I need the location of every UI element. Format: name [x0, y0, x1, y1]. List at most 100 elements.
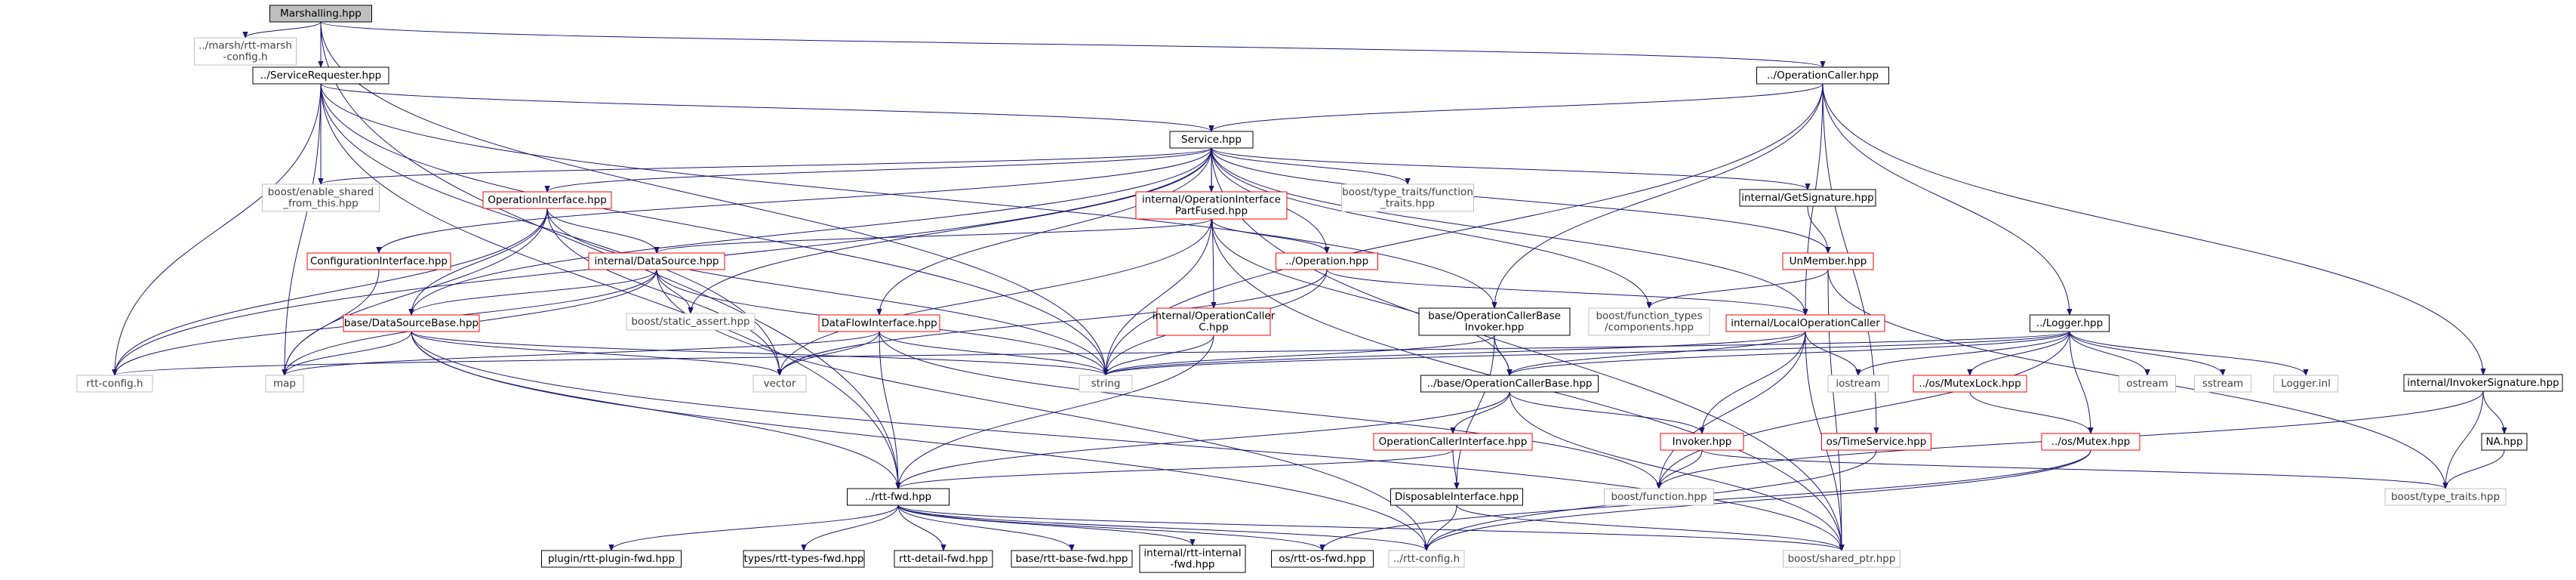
edge-marshalling-to-string: [320, 21, 1106, 375]
node-marshalling[interactable]: Marshalling.hpp: [269, 5, 372, 23]
node-boostfunction[interactable]: boost/function.hpp: [1604, 488, 1714, 506]
edge-ocbase-to-invoker: [1509, 391, 1702, 434]
node-label: -fwd.hpp: [1171, 559, 1215, 571]
node-logger[interactable]: ../Logger.hpp: [2030, 314, 2110, 332]
edge-localoc-to-string: [1106, 331, 1806, 376]
node-invsig[interactable]: internal/InvokerSignature.hpp: [2403, 374, 2563, 392]
node-typetraits[interactable]: boost/type_traits.hpp: [2384, 488, 2507, 506]
node-box: [818, 314, 940, 332]
node-typesfwd[interactable]: types/rtt-types-fwd.hpp: [743, 550, 865, 568]
node-box: [1588, 307, 1710, 336]
node-label: vector: [764, 378, 796, 390]
node-rttconfigh[interactable]: rtt-config.h: [76, 375, 153, 393]
node-service[interactable]: Service.hpp: [1169, 131, 1254, 149]
node-fntypes[interactable]: boost/function_types/components.hpp: [1588, 307, 1710, 336]
node-label: Invoker.hpp: [1673, 436, 1732, 448]
node-ocbase[interactable]: ../base/OperationCallerBase.hpp: [1420, 375, 1599, 393]
node-loggerinl[interactable]: Logger.inl: [2273, 375, 2338, 393]
edge-svcreq-to-ocbinvoker: [320, 83, 1494, 308]
node-na[interactable]: NA.hpp: [2481, 433, 2528, 451]
edge-rttfwd-to-detailfwd: [897, 504, 943, 551]
edge-ocbase-to-rttfwd: [898, 391, 1510, 489]
edge-logger-to-mutex: [2069, 331, 2091, 433]
node-localoc[interactable]: internal/LocalOperationCaller: [1725, 314, 1885, 332]
edge-opiface-to-datasource: [546, 208, 657, 254]
node-timeservice[interactable]: os/TimeService.hpp: [1821, 433, 1931, 451]
edge-getsig-to-unmember: [1807, 205, 1828, 253]
node-getsig[interactable]: internal/GetSignature.hpp: [1739, 189, 1876, 207]
node-rttfwd[interactable]: ../rtt-fwd.hpp: [847, 488, 949, 506]
edge-logger-to-iostream: [1858, 331, 2070, 376]
node-datasource[interactable]: internal/DataSource.hpp: [588, 252, 725, 270]
edge-ocbinvoker-to-disposable: [1457, 335, 1495, 489]
node-rttmarsh[interactable]: ../marsh/rtt-marsh-config.h: [194, 37, 297, 66]
node-string[interactable]: string: [1079, 375, 1133, 393]
node-confiface[interactable]: ConfigurationInterface.hpp: [306, 252, 451, 270]
node-box: [265, 375, 304, 393]
edge-opcallerc-to-string: [1106, 335, 1214, 376]
node-label: rtt-config.h: [86, 378, 143, 390]
node-staticassert[interactable]: boost/static_assert.hpp: [626, 313, 756, 331]
edge-service-to-getsig: [1211, 147, 1808, 190]
node-dfiface[interactable]: DataFlowInterface.hpp: [818, 314, 940, 332]
edge-opcallerc-to-rttfwd: [898, 335, 1214, 489]
node-label: PartFused.hpp: [1175, 205, 1248, 218]
node-vector[interactable]: vector: [752, 375, 807, 393]
node-label: DisposableInterface.hpp: [1395, 491, 1519, 503]
node-dsbase[interactable]: base/DataSourceBase.hpp: [343, 314, 480, 332]
node-operation[interactable]: ../Operation.hpp: [1276, 252, 1378, 270]
node-box: [2273, 375, 2338, 393]
node-box: [894, 550, 993, 568]
edge-confiface-to-map: [285, 269, 380, 375]
node-label: boost/enable_shared: [268, 187, 374, 199]
node-unmember[interactable]: UnMember.hpp: [1782, 252, 1874, 270]
edge-logger-to-mutexlock: [1970, 331, 2070, 376]
node-box: [262, 184, 380, 212]
node-label: -config.h: [223, 51, 267, 63]
node-sharedptr[interactable]: boost/shared_ptr.hpp: [1783, 550, 1900, 568]
node-enableshared[interactable]: boost/enable_shared_from_this.hpp: [262, 184, 380, 212]
edge-dsbase-to-string: [411, 331, 1106, 376]
edge-datasource-to-staticassert: [656, 269, 691, 313]
node-box: [1604, 488, 1714, 506]
edge-dfiface-to-rttfwd: [879, 331, 898, 489]
node-osfwd[interactable]: os/rtt-os-fwd.hpp: [1271, 550, 1374, 568]
node-opcaller[interactable]: ../OperationCaller.hpp: [1756, 66, 1889, 85]
node-sstream[interactable]: sstream: [2194, 375, 2251, 393]
node-pluginfwd[interactable]: plugin/rtt-plugin-fwd.hpp: [541, 550, 682, 568]
node-mutexlock[interactable]: ../os/MutexLock.hpp: [1913, 375, 2027, 393]
edge-logger-to-boostfunction: [1659, 331, 2070, 489]
node-basefwd[interactable]: base/rtt-base-fwd.hpp: [1011, 550, 1133, 568]
node-invoker[interactable]: Invoker.hpp: [1660, 433, 1744, 451]
node-mutex[interactable]: ../os/Mutex.hpp: [2041, 433, 2141, 451]
node-svcreq[interactable]: ../ServiceRequester.hpp: [252, 66, 389, 85]
node-label: os/TimeService.hpp: [1827, 436, 1927, 448]
edge-dfiface-to-boostfunction: [879, 331, 1659, 489]
node-box: [269, 5, 372, 23]
node-iostream[interactable]: iostream: [1827, 375, 1889, 393]
node-opiface[interactable]: OperationInterface.hpp: [482, 191, 612, 209]
node-typetraitsfn[interactable]: boost/type_traits/function_traits.hpp: [1341, 184, 1474, 212]
edge-svcreq-to-string: [320, 83, 1106, 375]
edge-service-to-fntypes: [1211, 147, 1649, 308]
edge-mutex-to-rttconfig: [1426, 449, 2091, 551]
node-label: rtt-detail-fwd.hpp: [899, 553, 988, 565]
node-rttconfig[interactable]: ../rtt-config.h: [1388, 550, 1465, 568]
node-ocaller_iface[interactable]: OperationCallerInterface.hpp: [1373, 433, 1533, 451]
edge-dfiface-to-string: [879, 331, 1106, 376]
edge-logger-to-rttconfigh: [115, 331, 2070, 376]
edge-na-to-typetraits: [2445, 449, 2505, 489]
node-disposable[interactable]: DisposableInterface.hpp: [1390, 488, 1523, 506]
node-internalfwd[interactable]: internal/rtt-internal-fwd.hpp: [1139, 545, 1246, 573]
edge-logger-to-loggerinl: [2069, 331, 2306, 376]
node-detailfwd[interactable]: rtt-detail-fwd.hpp: [894, 550, 993, 568]
file-nodes: Marshalling.hpp ../marsh/rtt-marsh-config…: [76, 5, 2563, 573]
node-ostream[interactable]: ostream: [2119, 375, 2176, 393]
edge-service-to-dfiface: [879, 147, 1212, 315]
node-map[interactable]: map: [265, 375, 304, 393]
node-label: Logger.inl: [2281, 378, 2331, 390]
